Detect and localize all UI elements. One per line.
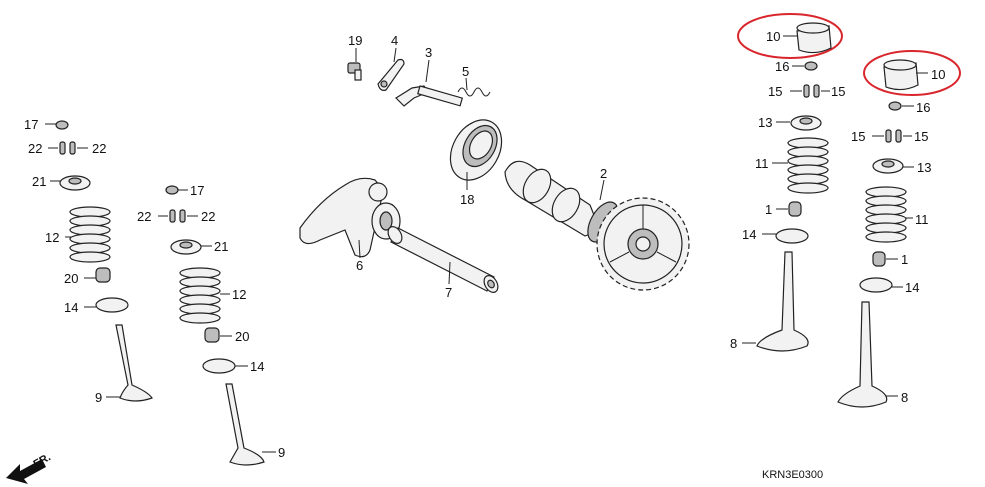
callout-11: 11	[915, 212, 929, 227]
callout-14: 14	[742, 227, 756, 242]
front-label: FR.	[32, 451, 53, 470]
callout-20: 20	[235, 329, 249, 344]
stem-seal-20	[95, 267, 111, 283]
valve-cotters-22	[169, 209, 186, 223]
callout-12: 12	[232, 287, 246, 302]
valve-9	[225, 383, 265, 466]
highlight-circle	[863, 50, 961, 96]
spring-retainer-13	[872, 158, 904, 174]
callout-5: 5	[462, 64, 469, 79]
rocker-arm-6	[299, 177, 401, 258]
callout-15: 15	[831, 84, 845, 99]
valve-spring-12	[69, 206, 111, 263]
callout-14: 14	[905, 280, 919, 295]
callout-18: 18	[460, 192, 474, 207]
callout-7: 7	[445, 285, 452, 300]
callout-11: 11	[755, 156, 769, 171]
shim-16	[888, 101, 902, 111]
bearing-18	[449, 119, 503, 181]
decompressor-arm-3	[395, 85, 464, 107]
callout-12: 12	[45, 230, 59, 245]
callout-6: 6	[356, 258, 363, 273]
callout-16: 16	[775, 59, 789, 74]
callout-17: 17	[190, 183, 204, 198]
right-valve-assembly-b: 10 16 15 15 13 11 1	[837, 50, 961, 408]
highlight-circle	[737, 13, 843, 59]
valve-lifter-10	[796, 22, 832, 54]
callout-15: 15	[851, 129, 865, 144]
return-spring-5	[457, 87, 491, 97]
callout-19: 19	[348, 33, 362, 48]
callout-13: 13	[917, 160, 931, 175]
callout-8: 8	[901, 390, 908, 405]
callout-21: 21	[214, 239, 228, 254]
spring-retainer-21	[59, 175, 91, 191]
spring-seat-14	[95, 297, 129, 313]
callout-15: 15	[768, 84, 782, 99]
callout-15: 15	[914, 129, 928, 144]
left-valve-assembly-b: 17 22 22 21 12 20 14 9	[137, 183, 285, 466]
callout-8: 8	[730, 336, 737, 351]
spring-seat-14	[775, 228, 809, 244]
callout-9: 9	[95, 390, 102, 405]
spring-retainer-13	[790, 115, 822, 131]
valve-8	[756, 251, 809, 352]
callout-10: 10	[931, 67, 945, 82]
spring-retainer-21	[170, 239, 202, 255]
stem-seal-1	[872, 251, 886, 267]
valve-stem-seal-17	[165, 185, 179, 195]
callout-1: 1	[765, 202, 772, 217]
camshaft-sprocket-2	[504, 160, 690, 291]
right-valve-assembly-a: 10 16 15 15 13 11 1	[730, 13, 845, 352]
callout-3: 3	[425, 45, 432, 60]
spring-seat-14	[202, 358, 236, 374]
shim-16	[804, 61, 818, 71]
stem-seal-1	[788, 201, 802, 217]
valve-cotters-15	[803, 84, 820, 98]
callout-22: 22	[137, 209, 151, 224]
valve-spring-11	[865, 186, 907, 243]
callout-4: 4	[391, 33, 398, 48]
callout-22: 22	[28, 141, 42, 156]
valve-spring-11	[787, 137, 829, 194]
callout-2: 2	[600, 166, 607, 181]
valve-stem-seal-17	[55, 120, 69, 130]
callout-13: 13	[758, 115, 772, 130]
callout-14: 14	[250, 359, 264, 374]
callout-21: 21	[32, 174, 46, 189]
valve-spring-12	[179, 267, 221, 324]
valve-cotters-22	[59, 141, 76, 155]
callout-20: 20	[64, 271, 78, 286]
center-parts: 19 4 3 5 18	[299, 33, 690, 300]
front-direction-marker: FR.	[6, 451, 53, 484]
diagram-code: KRN3E0300	[762, 469, 823, 481]
rocker-shaft-7	[387, 226, 499, 293]
left-valve-assembly-a: 17 22 22 21 12 20 14 9	[24, 117, 153, 405]
bolt-19	[347, 62, 362, 81]
callout-22: 22	[201, 209, 215, 224]
valve-cotters-15	[885, 129, 902, 143]
callout-14: 14	[64, 300, 78, 315]
valve-9	[115, 324, 153, 402]
callout-16: 16	[916, 100, 930, 115]
callout-9: 9	[278, 445, 285, 460]
stem-seal-20	[204, 327, 220, 343]
arrow-left-icon	[6, 459, 46, 484]
callout-10: 10	[766, 29, 780, 44]
callout-22: 22	[92, 141, 106, 156]
valve-lifter-10	[883, 59, 919, 91]
callout-1: 1	[901, 252, 908, 267]
callout-17: 17	[24, 117, 38, 132]
valve-8	[837, 301, 888, 408]
spring-seat-14	[859, 277, 893, 293]
